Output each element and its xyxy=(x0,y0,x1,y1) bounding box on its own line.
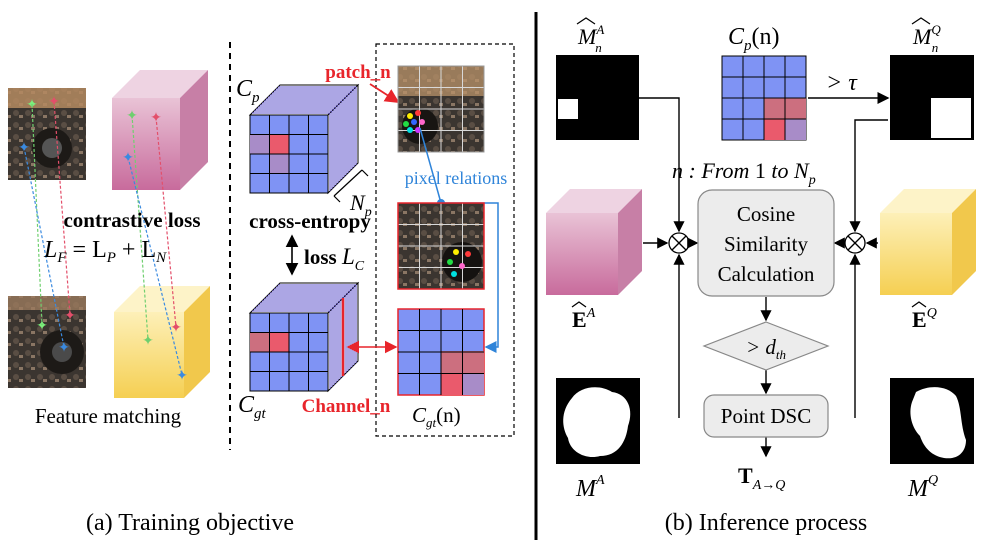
channel-stripe xyxy=(272,92,351,171)
channel-stripe xyxy=(276,88,355,167)
channel-stripe xyxy=(262,102,341,181)
yellow-embedding-cube xyxy=(880,189,976,295)
channel-stripe xyxy=(254,110,333,189)
cosine-line2: Similarity xyxy=(724,232,809,256)
patch-image-middle xyxy=(397,202,485,290)
star-icon: ✦ xyxy=(142,333,154,349)
caption-training: (a) Training objective xyxy=(86,510,294,536)
patch-n-label: patch_n xyxy=(325,62,391,83)
eq-label: EQ xyxy=(912,306,937,332)
channel-stripe xyxy=(254,308,333,387)
channel-stripe xyxy=(268,294,347,373)
dth-label: > dth xyxy=(746,335,786,362)
channel-stripe xyxy=(268,96,347,175)
ea-label: EA xyxy=(572,306,596,332)
star-icon: ✦ xyxy=(170,320,182,336)
pink-embedding-cube xyxy=(546,189,642,295)
channel-stripe xyxy=(262,300,341,379)
patch-arrow xyxy=(369,83,400,103)
channel-stripe xyxy=(256,108,335,187)
tau-label: > τ xyxy=(826,70,858,96)
cgt-n-grid xyxy=(397,308,485,396)
ma-label: MA xyxy=(575,473,605,502)
caption-inference: (b) Inference process xyxy=(665,510,868,536)
channel-stripe xyxy=(266,98,345,177)
mask-mnq xyxy=(890,55,974,140)
star-icon: ✦ xyxy=(64,308,76,324)
pixel-relations-line xyxy=(419,127,442,204)
mask-mna xyxy=(556,55,639,140)
pixel-relations-label: pixel relations xyxy=(405,168,507,188)
cosine-line3: Calculation xyxy=(718,262,815,286)
cp-stacked-grid xyxy=(248,83,360,195)
channel-stripe xyxy=(274,90,353,169)
mask-mq xyxy=(890,378,974,464)
point-dsc-label: Point DSC xyxy=(721,404,811,428)
multiply-node-left xyxy=(668,232,690,254)
cosine-line1: Cosine xyxy=(737,202,795,226)
channel-stripe xyxy=(252,310,331,389)
channel-n-label: Channel_n xyxy=(302,396,391,417)
cp-label: Cp xyxy=(236,76,260,106)
channel-stripe xyxy=(278,86,357,165)
channel-stripe xyxy=(260,104,339,183)
feature-matching-label: Feature matching xyxy=(35,404,182,428)
threshold-diamond xyxy=(702,321,830,371)
cp-n-grid xyxy=(721,55,807,141)
correspondence-lines xyxy=(23,100,183,376)
multiply-node-right xyxy=(844,232,866,254)
channel-stripe xyxy=(258,106,337,185)
cross-entropy-label: cross-entropy xyxy=(249,209,371,233)
channel-stripe xyxy=(276,286,355,365)
camera-photo-top xyxy=(8,88,86,180)
pink-feature-cube xyxy=(112,70,208,190)
yellow-feature-cube xyxy=(114,286,210,398)
channel-stripe xyxy=(252,112,331,191)
channel-stripe xyxy=(270,94,349,173)
transform-label: TA→Q xyxy=(738,463,785,493)
contrastive-loss-equation: LF = LP + LN xyxy=(43,237,167,266)
channel-stripe xyxy=(278,284,357,363)
loop-label: n : From 1 to Np xyxy=(672,158,816,188)
camera-photo-bottom xyxy=(8,296,86,388)
cosine-similarity-box xyxy=(697,189,835,297)
channel-stripe xyxy=(264,100,343,179)
loss-lc-label: loss LC xyxy=(304,244,365,274)
np-label: Np xyxy=(349,190,372,220)
cgt-label: Cgt xyxy=(238,392,267,422)
flow-arrows xyxy=(639,97,888,458)
feature-points: ✦ ✦ ✦ ✦ ✦ ✦ ✦ ✦ ✦ ✦ ✦ ✦ xyxy=(18,94,188,384)
channel-stripe xyxy=(260,302,339,381)
np-bracket xyxy=(333,169,363,197)
star-icon: ✦ xyxy=(176,368,188,384)
cgt-n-label: Cgt(n) xyxy=(412,403,461,430)
mask-ma xyxy=(556,378,640,464)
contrastive-loss-label: contrastive loss xyxy=(63,208,200,232)
channel-stripe xyxy=(258,304,337,383)
point-dsc-box xyxy=(703,394,829,438)
star-icon: ✦ xyxy=(36,318,48,334)
patch-dashed-box xyxy=(375,43,515,437)
star-icon: ✦ xyxy=(58,340,70,356)
cpn-label: Cp(n) xyxy=(728,24,780,54)
cgt-stacked-grid xyxy=(248,281,360,393)
patch-image-top xyxy=(397,65,485,153)
mq-label: MQ xyxy=(907,473,938,502)
channel-stripe xyxy=(256,306,335,385)
